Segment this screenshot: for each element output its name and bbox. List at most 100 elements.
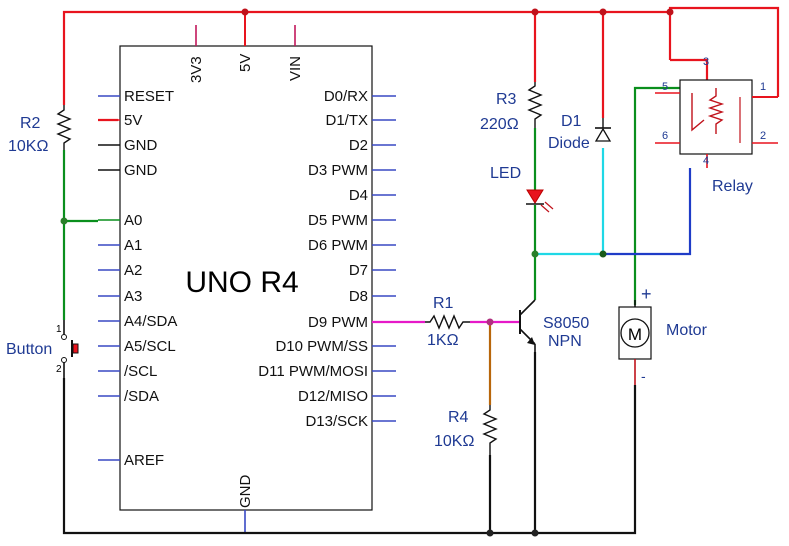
relay-label: Relay (712, 178, 753, 195)
board-left-pins: RESET5VGNDGNDA0A1A2A3A4/SDAA5/SCL/SCL/SD… (98, 88, 177, 469)
relay-pin6: 6 (662, 130, 668, 142)
left-pin-label: /SDA (124, 388, 159, 405)
r3-name: R3 (496, 91, 517, 108)
relay-to-motor (633, 86, 680, 305)
diode-d1: D1 Diode (548, 113, 612, 152)
right-pin-label: D3 PWM (308, 162, 368, 179)
right-pin-label: D12/MISO (298, 388, 368, 405)
resistor-r1: R1 1KΩ (425, 295, 470, 349)
transistor-type: NPN (548, 333, 582, 350)
right-pin-label: D13/SCK (305, 413, 368, 430)
d1-triangle (594, 127, 612, 142)
button-label: Button (6, 341, 52, 358)
relay-pin2: 2 (760, 130, 766, 142)
resistor-r2: R2 10KΩ (8, 105, 72, 155)
junction-base (486, 318, 494, 326)
relay: 1 2 3 4 5 6 Relay (655, 56, 778, 195)
relay-pin1: 1 (760, 81, 766, 93)
npn-transistor: S8050 NPN (519, 299, 589, 352)
left-pin-label: 5V (124, 112, 142, 129)
transistor-arrow (527, 337, 535, 345)
junction-vcc-5v (241, 8, 249, 16)
right-pin-label: D10 PWM/SS (275, 338, 368, 355)
r4-value: 10KΩ (434, 433, 474, 450)
button-cap (72, 343, 79, 354)
board-outline (119, 45, 373, 511)
junction-gnd-r4 (486, 529, 494, 537)
pin-label-gnd-bottom: GND (237, 475, 254, 509)
diode-to-collector (535, 148, 605, 256)
right-pin-label: D11 PWM/MOSI (258, 363, 368, 380)
gnd-bottom-rail (62, 378, 637, 535)
board-title: UNO R4 (185, 266, 298, 299)
motor: M + - Motor (618, 284, 708, 385)
right-pin-label: D7 (349, 262, 368, 279)
d1-name: D1 (561, 113, 582, 130)
gnd-wires (62, 352, 637, 535)
pin-label-5v-top: 5V (237, 54, 254, 72)
right-pin-label: D8 (349, 288, 368, 305)
junction-vcc-d1 (599, 8, 607, 16)
left-pin-label: A0 (124, 212, 142, 229)
button-pin2: 2 (56, 364, 62, 375)
r3-value: 220Ω (480, 116, 519, 133)
r4-body (482, 405, 498, 455)
vcc-top-rail (62, 10, 670, 105)
d1-value: Diode (548, 135, 590, 152)
relay-pin3: 3 (703, 56, 709, 68)
right-pin-label: D5 PWM (308, 212, 368, 229)
right-pin-label: D0/RX (324, 88, 368, 105)
junctions-dark (60, 217, 607, 537)
junction-gnd-emitter (531, 529, 539, 537)
r1-value: 1KΩ (427, 332, 459, 349)
junction-vcc-relay (666, 8, 674, 16)
right-pin-label: D2 (349, 137, 368, 154)
junctions (241, 8, 674, 16)
button-pin1: 1 (56, 324, 62, 335)
led-triangle (526, 189, 544, 204)
junction-diode (599, 250, 607, 258)
motor-circle (620, 318, 650, 348)
led-label: LED (490, 165, 521, 182)
left-pin-label: A4/SDA (124, 313, 177, 330)
left-pin-label: GND (124, 137, 158, 154)
left-pin-label: A1 (124, 237, 142, 254)
r3-body (527, 82, 543, 128)
left-pin-label: AREF (124, 452, 164, 469)
button-contact-bottom (61, 357, 67, 363)
r1-body (425, 314, 470, 330)
relay-pin4: 4 (703, 155, 709, 167)
r4-name: R4 (448, 409, 469, 426)
left-pin-label: GND (124, 162, 158, 179)
junction-collector (531, 250, 539, 258)
vcc-relay-pin3-b (670, 58, 709, 80)
left-pin-label: RESET (124, 88, 174, 105)
transistor-collector (519, 299, 536, 316)
button-contact-top (61, 334, 67, 340)
uno-r4-board: UNO R4 RESET5VGNDGNDA0A1A2A3A4/SDAA5/SCL… (98, 12, 396, 533)
pin-label-3v3: 3V3 (188, 56, 205, 83)
transistor-name: S8050 (543, 315, 589, 332)
push-button: 1 2 Button (6, 320, 79, 378)
relay-coil (707, 88, 725, 134)
right-pin-label: D9 PWM (308, 314, 368, 331)
motor-label: Motor (666, 322, 708, 339)
led-ray-1 (540, 204, 550, 213)
relay-pin5: 5 (662, 81, 668, 93)
led: LED (490, 165, 554, 213)
signal-wires (62, 86, 692, 405)
right-pin-label: D4 (349, 187, 368, 204)
right-pin-label: D1/TX (325, 112, 368, 129)
relay-coil-wire (603, 168, 692, 256)
left-pin-label: A3 (124, 288, 142, 305)
left-pin-label: /SCL (124, 363, 157, 380)
r1-name: R1 (433, 295, 454, 312)
motor-minus: - (641, 368, 646, 384)
r2-value: 10KΩ (8, 138, 48, 155)
resistor-r4: R4 10KΩ (434, 405, 498, 455)
junction-a0 (60, 217, 68, 225)
relay-switch (691, 93, 705, 132)
led-ray-2 (544, 201, 554, 210)
